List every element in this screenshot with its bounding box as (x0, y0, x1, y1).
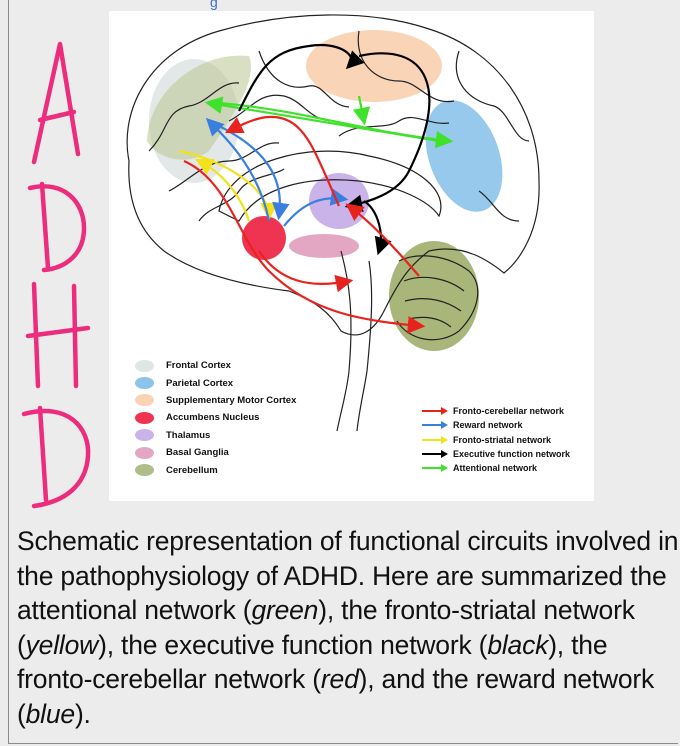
legend-arrow-icon (422, 464, 448, 473)
caption-text: ), the fronto-cerebellar network ( (17, 629, 608, 695)
caption-text: ), the executive function network ( (98, 629, 488, 660)
caption-red: red (320, 664, 359, 694)
legend-label: Attentional network (453, 463, 538, 474)
legend-network-item: Reward network (421, 418, 570, 432)
legend-swatch (135, 446, 154, 459)
reward-network-arrow (205, 117, 271, 222)
legend-network-item: Fronto-cerebellar network (421, 404, 570, 418)
attentional-network-arrow (352, 95, 371, 126)
legend-label: Frontal Cortex (166, 360, 231, 372)
caption-text: ), the fronto-striatal network ( (17, 595, 635, 660)
legend-label: Thalamus (166, 429, 211, 441)
executive-network-arrow (238, 43, 365, 112)
legend-region-item: Frontal Cortex (135, 357, 296, 374)
legend-network-item: Executive function network (421, 447, 570, 461)
caption-yellow: yellow (25, 629, 99, 660)
executive-network-arrow (344, 52, 431, 213)
adhd-handwritten-label (21, 41, 91, 509)
legend-swatch (135, 394, 154, 407)
brain-diagram (126, 14, 540, 432)
legend-network-item: Attentional network (421, 461, 570, 475)
top-link-fragment[interactable]: g (210, 0, 218, 10)
legend-region-item: Cerebellum (135, 461, 296, 478)
legend-region-item: Accumbens Nucleus (135, 409, 296, 426)
legend-swatch (135, 429, 154, 442)
caption-black: black (487, 629, 549, 660)
fronto-striatal-network-arrow (178, 149, 278, 221)
legend-label: Supplementary Motor Cortex (166, 394, 297, 406)
reward-network-arrow (218, 125, 290, 221)
legend-label: Basal Ganglia (166, 447, 229, 459)
content-frame (8, 0, 678, 744)
caption-green: green (251, 595, 319, 625)
legend-arrow-icon (422, 435, 448, 444)
legend-label: Accumbens Nucleus (166, 412, 260, 424)
network-pathways (178, 43, 454, 334)
legend-region-item: Parietal Cortex (135, 374, 296, 391)
legend-label: Fronto-striatal network (453, 434, 552, 445)
executive-network-arrow (363, 200, 392, 256)
caption-text: ), and the reward network ( (17, 664, 655, 729)
basal-ganglia-region (289, 234, 359, 258)
legend-arrow-icon (422, 407, 448, 416)
legend-label: Cerebellum (166, 464, 218, 476)
caption-text: ). (74, 698, 91, 729)
cerebellum-frontal-tint (147, 55, 251, 160)
fronto-cerebellar-network-arrow (345, 203, 420, 277)
legend-region-item: Thalamus (135, 427, 296, 444)
legend-network-item: Fronto-striatal network (421, 433, 570, 447)
figure-caption: Schematic representation of functional c… (17, 524, 679, 731)
fronto-cerebellar-network-arrow (183, 159, 426, 334)
legend-swatch (135, 359, 154, 372)
fronto-striatal-network-arrow (195, 159, 251, 222)
parietal-cortex-region (425, 100, 503, 212)
legend-label: Reward network (453, 420, 523, 431)
legend-swatch (135, 411, 154, 424)
legend-arrow-icon (422, 421, 448, 430)
legend-label: Parietal Cortex (166, 377, 234, 389)
attentional-network-arrow (218, 101, 454, 149)
legend-label: Fronto-cerebellar network (453, 406, 565, 417)
legend-region-item: Basal Ganglia (135, 444, 296, 461)
reward-network-arrow (283, 188, 349, 227)
legend-swatch (135, 377, 154, 390)
caption-blue: blue (25, 698, 76, 729)
legend-region-item: Supplementary Motor Cortex (135, 392, 296, 409)
accumbens-nucleus-region (242, 216, 286, 260)
legend-label: Executive function network (453, 449, 571, 460)
legend-arrow-icon (422, 450, 448, 459)
fronto-cerebellar-network-arrow (258, 250, 354, 293)
fronto-cerebellar-network-arrow (225, 115, 341, 207)
caption-text: Schematic representation of functional c… (17, 526, 679, 625)
legend-swatch (135, 464, 154, 477)
